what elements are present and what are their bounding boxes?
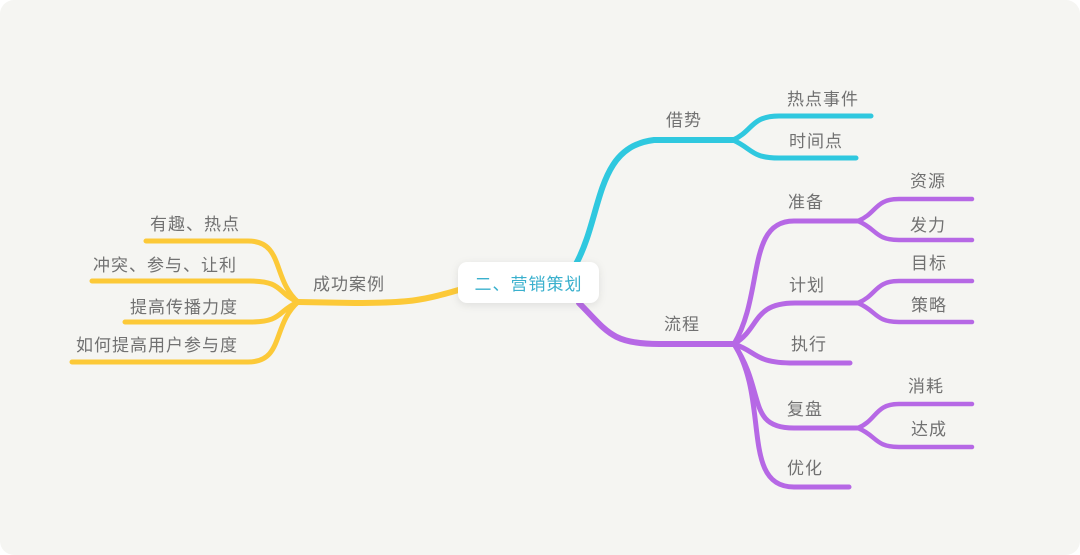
node-fun-hot[interactable]: 有趣、热点 <box>150 215 240 234</box>
branch-line-optimize <box>731 341 852 490</box>
branch-line-conflict-participation-benefit <box>89 278 301 305</box>
node-leverage[interactable]: 借势 <box>666 111 702 130</box>
node-optimize[interactable]: 优化 <box>787 459 823 478</box>
node-time-point[interactable]: 时间点 <box>789 132 843 151</box>
branch-line-plan <box>731 300 861 347</box>
node-execute[interactable]: 执行 <box>791 335 827 354</box>
branch-line-resource <box>855 196 975 224</box>
node-success-cases[interactable]: 成功案例 <box>313 275 385 294</box>
node-increase-user-participation[interactable]: 如何提高用户参与度 <box>76 336 238 355</box>
branch-line-goal <box>855 278 975 306</box>
node-resource[interactable]: 资源 <box>910 172 946 191</box>
node-prepare[interactable]: 准备 <box>788 193 824 212</box>
node-goal[interactable]: 目标 <box>911 254 947 273</box>
branch-line-achievement <box>855 425 975 450</box>
central-topic-label: 二、营销策划 <box>474 275 583 294</box>
branch-line-strategy <box>855 300 975 325</box>
branch-line-consumption <box>855 401 975 431</box>
node-increase-spread[interactable]: 提高传播力度 <box>130 298 238 317</box>
branch-line-fun-hot <box>143 238 301 305</box>
branch-line-time-point <box>730 137 859 161</box>
node-review[interactable]: 复盘 <box>787 400 823 419</box>
node-effort[interactable]: 发力 <box>910 216 946 235</box>
branch-line-success-cases <box>295 286 465 306</box>
node-plan[interactable]: 计划 <box>789 276 825 295</box>
node-process[interactable]: 流程 <box>664 315 700 334</box>
branch-line-increase-user-participation <box>69 299 301 365</box>
branch-line-leverage <box>573 137 736 267</box>
node-conflict-participation-benefit[interactable]: 冲突、参与、让利 <box>93 256 237 275</box>
branch-line-hot-event <box>730 113 874 143</box>
central-topic[interactable]: 二、营销策划 <box>458 262 599 303</box>
node-achievement[interactable]: 达成 <box>911 420 947 439</box>
node-hot-event[interactable]: 热点事件 <box>787 90 859 109</box>
branch-line-execute <box>731 341 853 366</box>
branch-line-process <box>576 300 737 347</box>
branch-line-prepare <box>731 218 861 347</box>
branch-line-effort <box>855 218 975 243</box>
node-strategy[interactable]: 策略 <box>911 296 947 315</box>
node-consumption[interactable]: 消耗 <box>908 377 944 396</box>
